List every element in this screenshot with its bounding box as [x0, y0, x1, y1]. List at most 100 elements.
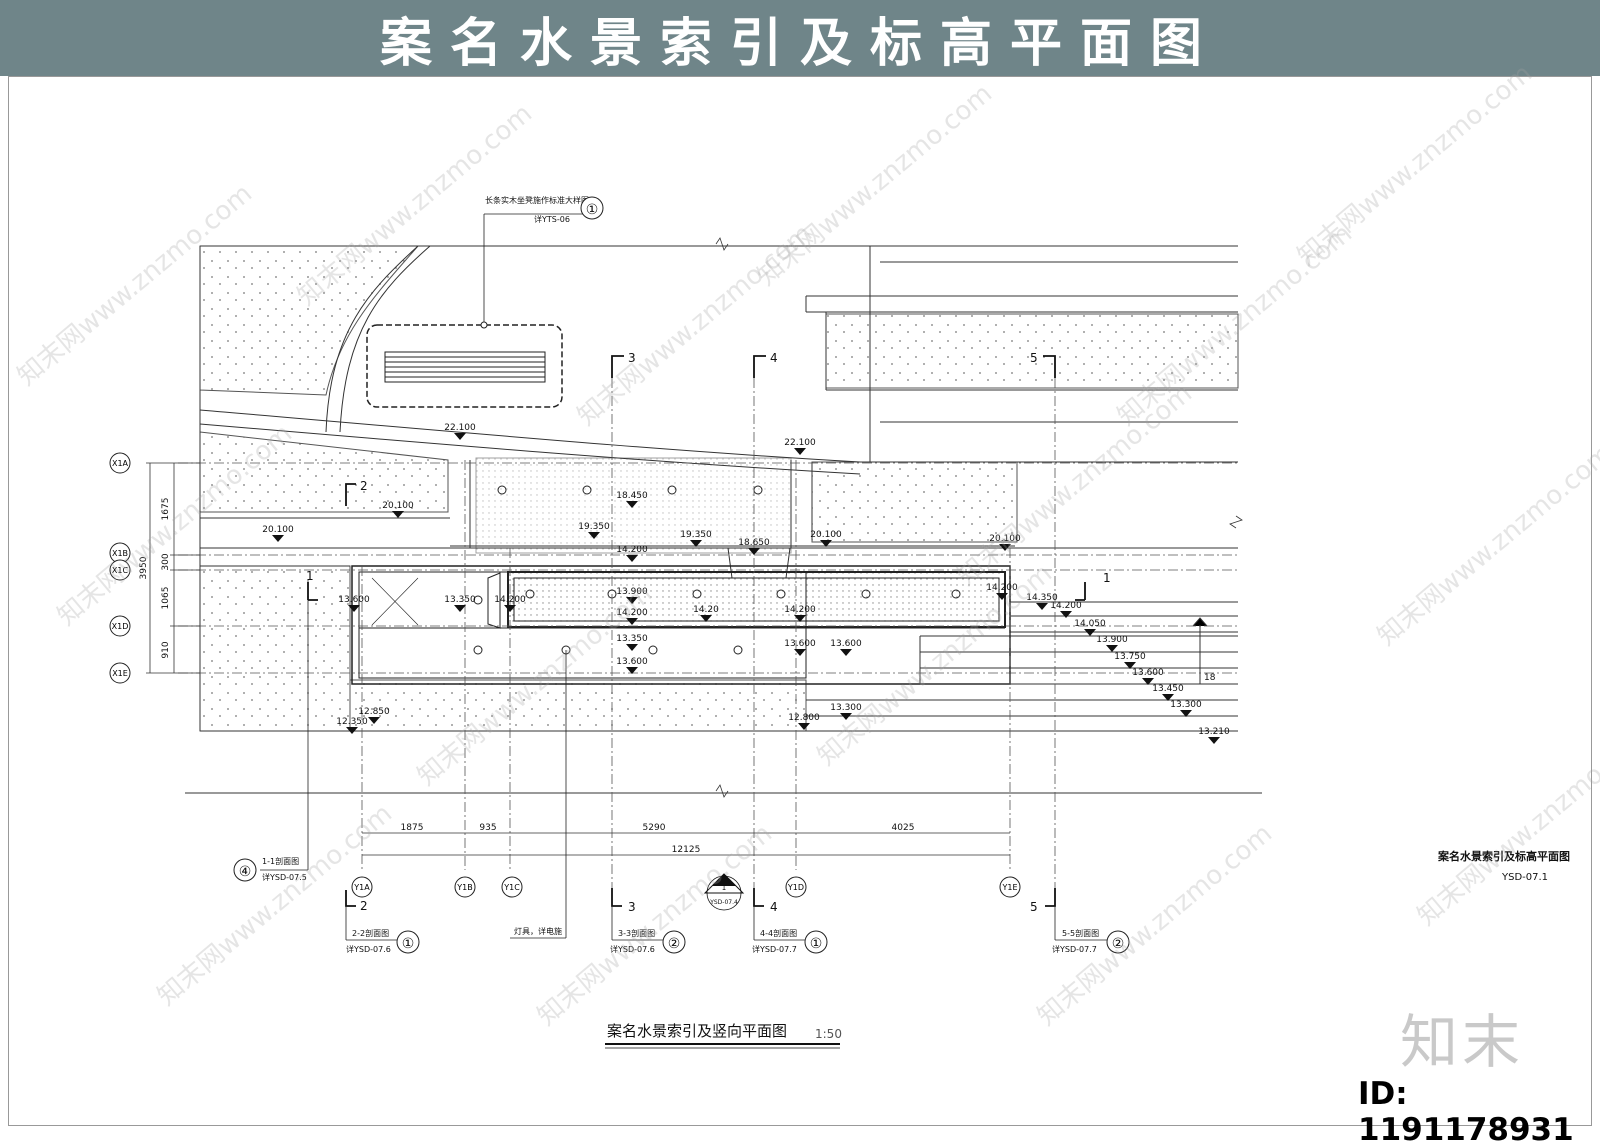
break-marks [715, 237, 1243, 798]
elevation-triangle [840, 649, 852, 656]
section-refs: ④ 1-1剖面图 详YSD-07.5 2-2剖面图 详YSD-07.6 ① 3-… [233, 600, 1130, 954]
row-dim-1675: 1675 [161, 498, 171, 521]
svg-text:①: ① [402, 936, 415, 952]
elevation-label: 22.100 [784, 438, 816, 448]
elevation-label: 12.850 [358, 707, 390, 717]
grid-bubble-x1a: X1A [109, 452, 131, 474]
grid-bubble-y1a: Y1A [351, 876, 373, 898]
svg-text:1: 1 [1103, 571, 1111, 585]
planting-areas [199, 245, 1239, 732]
elevation-marker: 14.050 [1074, 619, 1106, 636]
elevation-label: 13.600 [830, 639, 862, 649]
svg-text:1-1剖面图: 1-1剖面图 [262, 856, 299, 866]
elevation-triangle [794, 448, 806, 455]
elevation-triangle [626, 667, 638, 674]
elevation-label: 14.200 [986, 583, 1018, 593]
elevation-marker: 13.350 [444, 595, 476, 612]
elevation-marker: 14.200 [1050, 601, 1082, 618]
elevation-marker: 13.600 [1132, 668, 1164, 685]
svg-text:案名水景索引及竖向平面图: 案名水景索引及竖向平面图 [607, 1022, 787, 1040]
elevation-triangle [504, 605, 516, 612]
elevation-marker: 12.800 [788, 713, 820, 730]
svg-text:长条实木坐凳施作标准大样图: 长条实木坐凳施作标准大样图 [485, 195, 589, 205]
elevation-marker: 19.350 [578, 522, 610, 539]
elevation-triangle [392, 511, 404, 518]
elevation-triangle [1036, 603, 1048, 610]
elevation-marker: 13.600 [830, 639, 862, 656]
elevation-label: 13.300 [830, 703, 862, 713]
svg-text:2: 2 [360, 899, 368, 913]
section-ref-5: 5-5剖面图 详YSD-07.7 ② [1052, 906, 1130, 954]
elevation-triangle [626, 555, 638, 562]
elevation-marker: 12.350 [336, 717, 368, 734]
elevation-label: 13.210 [1198, 727, 1230, 737]
elevation-label: 13.600 [784, 639, 816, 649]
svg-text:4-4剖面图: 4-4剖面图 [760, 928, 797, 938]
svg-text:X1D: X1D [112, 622, 129, 631]
svg-text:X1A: X1A [112, 459, 129, 468]
elevation-label: 20.100 [262, 525, 294, 535]
svg-text:Y1C: Y1C [503, 883, 520, 892]
elevation-marker: 13.350 [616, 634, 648, 651]
svg-text:3-3剖面图: 3-3剖面图 [618, 928, 655, 938]
elevation-label: 14.200 [1050, 601, 1082, 611]
svg-text:灯具，详电施: 灯具，详电施 [514, 926, 562, 936]
sheet-number: YSD-07.1 [1502, 872, 1549, 883]
section-ref-2: 2-2剖面图 详YSD-07.6 ① [345, 906, 420, 954]
grid-lines [178, 360, 1238, 900]
elevation-label: 13.600 [1132, 668, 1164, 678]
col-grid-bubbles: Y1A Y1B Y1C Y1D Y1E [351, 876, 1021, 898]
elevation-triangle [626, 618, 638, 625]
detail-symbol: 1 YSD-07.4 [703, 873, 745, 911]
header-bar: 案名水景索引及标高平面图 [0, 0, 1600, 76]
elevation-triangle [820, 540, 832, 547]
elevation-label: 18.650 [738, 538, 770, 548]
col-dim-935: 935 [479, 823, 496, 833]
elevation-triangle [794, 615, 806, 622]
svg-text:X1E: X1E [112, 669, 128, 678]
elevation-marker: 14.350 [1026, 593, 1058, 610]
elevation-triangle [798, 723, 810, 730]
svg-text:1: 1 [306, 569, 314, 583]
elevation-triangle [999, 544, 1011, 551]
section-ref-4: 4-4剖面图 详YSD-07.7 ① [752, 906, 828, 954]
elevation-marker: 19.350 [680, 530, 712, 547]
svg-text:X1B: X1B [112, 549, 128, 558]
elevation-triangle [1142, 678, 1154, 685]
svg-text:1: 1 [722, 884, 726, 892]
elevation-label: 13.900 [616, 587, 648, 597]
col-dimensions: 1875 935 5290 4025 12125 [362, 823, 1010, 856]
svg-text:4: 4 [770, 351, 778, 365]
row-dim-910: 910 [161, 641, 171, 658]
svg-text:详YSD-07.7: 详YSD-07.7 [752, 944, 797, 954]
elevation-label: 12.800 [788, 713, 820, 723]
elevation-marker: 18.450 [616, 491, 648, 508]
elevation-marker: 18.650 [738, 538, 770, 555]
elevation-marker: 13.450 [1152, 684, 1184, 701]
svg-text:4: 4 [770, 900, 778, 914]
elevation-marker: 14.200 [494, 595, 526, 612]
elevation-label: 14.200 [784, 605, 816, 615]
elevation-triangle [748, 548, 760, 555]
elevation-label: 14.200 [494, 595, 526, 605]
elevation-triangle [700, 615, 712, 622]
elevation-marker: 12.850 [358, 707, 390, 724]
elevation-label: 22.100 [444, 423, 476, 433]
svg-text:Y1E: Y1E [1001, 883, 1017, 892]
svg-text:5-5剖面图: 5-5剖面图 [1062, 928, 1099, 938]
row-grid-bubbles: X1A X1B X1C X1D X1E [109, 452, 131, 684]
svg-text:详YSD-07.5: 详YSD-07.5 [262, 872, 307, 882]
svg-text:①: ① [810, 936, 823, 952]
elevation-label: 13.350 [616, 634, 648, 644]
elevation-label: 13.900 [1096, 635, 1128, 645]
elevation-marker: 22.100 [784, 438, 816, 455]
elevation-triangle [690, 540, 702, 547]
col-dim-5290: 5290 [643, 823, 666, 833]
elevation-label: 19.350 [680, 530, 712, 540]
svg-text:YSD-07.4: YSD-07.4 [709, 899, 738, 906]
elevation-marker: 20.100 [989, 534, 1021, 551]
elevation-triangle [368, 717, 380, 724]
row-dim-300: 300 [161, 553, 171, 570]
lamp-note: 灯具，详电施 [510, 650, 567, 939]
elevation-marker: 13.600 [784, 639, 816, 656]
